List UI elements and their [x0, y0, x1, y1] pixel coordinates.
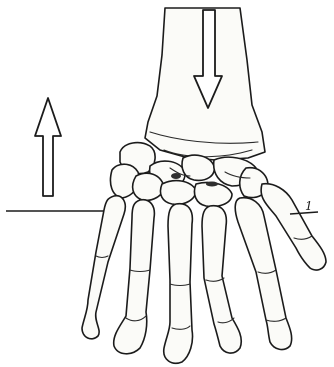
thumb-bones: [82, 196, 125, 339]
ring-finger-bones: [202, 206, 241, 353]
figure-label: 1: [305, 199, 313, 213]
middle-finger-bones: [164, 204, 193, 364]
up-arrow-icon: [35, 98, 61, 196]
